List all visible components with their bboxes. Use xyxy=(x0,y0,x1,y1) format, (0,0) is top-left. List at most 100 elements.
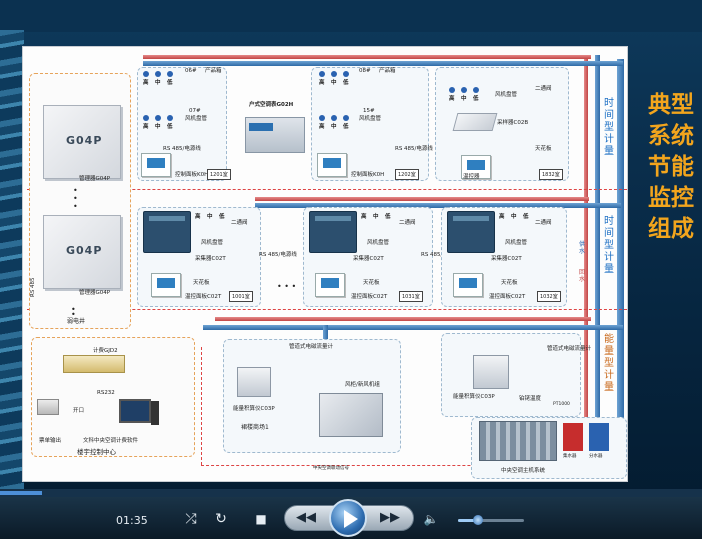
energy-integrator-device[interactable] xyxy=(473,355,509,389)
fan-icon xyxy=(343,115,349,121)
temp-panel-device[interactable] xyxy=(453,273,483,297)
speed-high: 高 xyxy=(143,80,149,86)
meter-screen xyxy=(249,123,273,131)
blue-pipe-vertical xyxy=(595,55,600,443)
plant-meter-box xyxy=(441,333,581,417)
ceiling-label: 天花板 xyxy=(363,280,380,286)
volume-knob[interactable] xyxy=(472,515,483,525)
valve-id: 07# xyxy=(189,108,201,114)
speed-low: 低 xyxy=(219,214,225,220)
chiller-device[interactable] xyxy=(479,421,557,461)
printer-device[interactable] xyxy=(37,399,59,415)
fan-icon xyxy=(319,115,325,121)
g04p-manager-top[interactable]: G04P xyxy=(43,105,121,179)
g04p-manager-bottom[interactable]: G04P xyxy=(43,215,121,289)
flowmeter-label: 管道式电磁流量计 xyxy=(289,344,334,350)
speed-high: 高 xyxy=(319,80,325,86)
repeat-icon[interactable]: ↻ xyxy=(215,511,227,527)
fan-icon xyxy=(143,115,149,121)
collector-tank-label: 集水器 xyxy=(563,454,577,459)
room-tag: 1001室 xyxy=(229,291,253,302)
product-box-label: 产品箱 xyxy=(379,68,396,74)
speed-mid: 中 xyxy=(155,80,161,86)
ellipsis-dots: • • • xyxy=(277,282,297,291)
fan-coil-label: 风机盘管 xyxy=(359,116,382,122)
time-meter-label: 时间型计量 xyxy=(604,98,614,157)
plant-title: 中央空调主机系统 xyxy=(501,468,546,474)
pt-label: PT1000 xyxy=(553,402,570,407)
panel-label: 温控面板C02T xyxy=(185,294,222,300)
panel-label: 温控面板C02T xyxy=(351,294,388,300)
manager-label-top: 管理器G04P xyxy=(79,176,111,182)
software-label: 文科中央空调计费软件 xyxy=(83,438,139,444)
device-label: G04P xyxy=(66,244,103,257)
valve-label: 二通阀 xyxy=(535,220,552,226)
volume-level xyxy=(458,519,478,522)
elapsed-time: 01:35 xyxy=(116,514,148,527)
signal-line xyxy=(201,465,581,466)
blue-pipe-main xyxy=(617,59,624,443)
blue-pipe-row3 xyxy=(203,325,623,330)
stop-icon[interactable]: ■ xyxy=(255,512,267,526)
thermostat-device[interactable] xyxy=(461,155,491,179)
section-divider xyxy=(27,309,627,310)
fan-icon xyxy=(343,71,349,77)
side-title-line: 典型 xyxy=(648,92,694,118)
volume-slider[interactable] xyxy=(458,515,524,525)
control-panel-device[interactable] xyxy=(141,153,171,177)
panel-label: 控制面板K0H xyxy=(351,172,385,178)
rs485-vertical-label: RS 485 xyxy=(30,277,36,297)
seek-bar[interactable] xyxy=(0,489,702,497)
valve-label: 二通阀 xyxy=(231,220,248,226)
speed-mid: 中 xyxy=(331,80,337,86)
control-center-title: 楼宇控制中心 xyxy=(77,448,116,456)
fan-icon xyxy=(155,115,161,121)
rewind-icon[interactable]: ◀◀ xyxy=(296,510,316,525)
red-pipe-vertical xyxy=(584,55,588,443)
collector-device[interactable] xyxy=(309,211,357,253)
red-pipe-top xyxy=(143,55,591,59)
ahu-device[interactable] xyxy=(319,393,383,437)
fan-icon xyxy=(319,71,325,77)
collector-device[interactable] xyxy=(143,211,191,253)
collector-device[interactable] xyxy=(447,211,495,253)
ceiling-label: 天花板 xyxy=(193,280,210,286)
collector-label: 采集器C02T xyxy=(195,256,226,262)
background-water xyxy=(0,30,24,500)
fan-icon xyxy=(143,71,149,77)
distributor-tank-label: 分水器 xyxy=(589,454,603,459)
billing-server-device[interactable] xyxy=(63,355,125,373)
control-panel-device[interactable] xyxy=(317,153,347,177)
speed-mid: 中 xyxy=(511,214,517,220)
fan-coil-label: 风机盘管 xyxy=(495,92,518,98)
diagram-slide: G04P 管理器G04P ••• G04P 管理器G04P •• 弱电井 RS … xyxy=(22,46,628,482)
fan-icon xyxy=(461,87,467,93)
sampler-device[interactable] xyxy=(452,113,498,131)
product-box-label: 产品箱 xyxy=(205,68,222,74)
speed-low: 低 xyxy=(167,124,173,130)
valve-label: 二通阀 xyxy=(535,86,552,92)
ceiling-label: 天花板 xyxy=(535,146,552,152)
room-tag: 1202室 xyxy=(395,169,419,180)
speed-mid: 中 xyxy=(155,124,161,130)
red-pipe-row3 xyxy=(215,317,591,321)
fan-coil-label: 风机盘管 xyxy=(505,240,528,246)
speaker-icon[interactable]: 🔈 xyxy=(423,512,439,526)
bus-label: RS 485/电源线 xyxy=(163,146,201,152)
speed-high: 高 xyxy=(195,214,201,220)
temp-panel-device[interactable] xyxy=(315,273,345,297)
ceiling-label: 天花板 xyxy=(501,280,518,286)
play-button[interactable] xyxy=(329,499,367,537)
blue-pipe-row2 xyxy=(255,203,621,208)
red-pipe-row2 xyxy=(255,197,589,201)
side-title: 典型 系统 节能 监控 组成 xyxy=(648,90,700,245)
unit-1832 xyxy=(435,67,569,181)
computer-monitor[interactable] xyxy=(119,399,151,423)
shuffle-icon[interactable]: ⤮ xyxy=(185,511,197,527)
speed-mid: 中 xyxy=(373,214,379,220)
energy-integrator-device[interactable] xyxy=(237,367,271,397)
temp-panel-device[interactable] xyxy=(151,273,181,297)
fast-forward-icon[interactable]: ▶▶ xyxy=(380,510,400,525)
ahu-label: 风柜/新风机组 xyxy=(345,382,380,388)
speed-mid: 中 xyxy=(461,96,467,102)
